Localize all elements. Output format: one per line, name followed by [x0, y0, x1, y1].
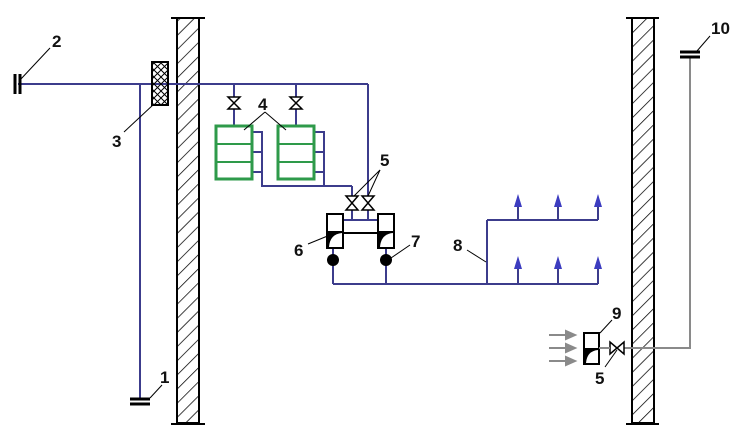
airflow-arrows	[549, 329, 578, 367]
supply-pipes	[18, 83, 599, 398]
air-heater-unit	[583, 332, 610, 365]
label-10: 10	[711, 19, 730, 38]
label-3: 3	[112, 132, 121, 151]
valve-icon	[609, 340, 625, 356]
radiator	[276, 124, 316, 181]
pump-node	[327, 254, 339, 266]
label-6: 6	[294, 241, 303, 260]
leader-lines	[19, 35, 711, 399]
arrow-up-icon	[594, 256, 602, 269]
filter-mesh	[151, 61, 169, 106]
arrow-right-icon	[565, 329, 578, 341]
label-2: 2	[52, 32, 61, 51]
label-5-valves: 5	[380, 151, 389, 170]
regulator	[326, 213, 344, 249]
arrow-right-icon	[565, 342, 578, 354]
arrow-up-icon	[514, 256, 522, 269]
valve-icon	[360, 195, 376, 211]
wall-left	[171, 17, 205, 425]
arrow-right-icon	[565, 355, 578, 367]
end-cap-inlet	[13, 74, 22, 94]
end-cap-bottom	[130, 397, 150, 406]
label-7: 7	[411, 232, 420, 251]
end-cap-return	[680, 50, 700, 59]
regulator	[377, 213, 395, 249]
arrow-up-icon	[554, 194, 562, 207]
outlet-arrows	[514, 194, 602, 269]
label-8: 8	[453, 236, 462, 255]
return-pipe	[598, 58, 691, 349]
label-5-heater-valve: 5	[595, 369, 604, 388]
valve-icon	[226, 96, 242, 110]
radiator	[214, 124, 254, 181]
label-9: 9	[612, 304, 621, 323]
valve-icon	[344, 195, 360, 211]
wall-right	[626, 17, 659, 425]
pump-node	[380, 254, 392, 266]
valve-icon	[288, 96, 304, 110]
arrow-up-icon	[594, 194, 602, 207]
arrow-up-icon	[554, 256, 562, 269]
arrow-up-icon	[514, 194, 522, 207]
label-4: 4	[258, 95, 268, 114]
label-1: 1	[160, 368, 169, 387]
